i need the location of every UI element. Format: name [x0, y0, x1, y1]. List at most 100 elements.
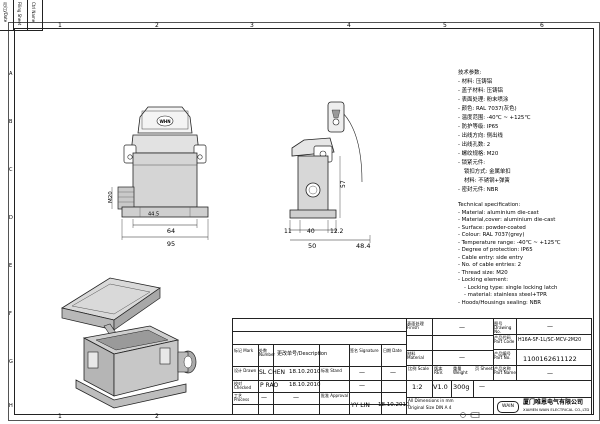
spec-en-11: - Locking type: single locking latch [464, 284, 558, 291]
approval-date: 18.10.2010 [378, 402, 410, 408]
isometric-view [60, 277, 197, 409]
spec-en-4: - Colour: RAL 7037(grey) [458, 232, 525, 238]
spec-cn-4: - 颜色: RAL 7037(灰色) [458, 106, 517, 112]
spec-cn-2: - 盖子材料: 压铸铝 [458, 88, 503, 94]
spec-en-12: - material: stainless steel+TPR [464, 292, 547, 298]
part-name-value: — [547, 370, 553, 377]
standard-label: 标准 Stand [321, 368, 342, 373]
process-value: — [261, 394, 267, 401]
spec-en-2: - Material,cover: aluminium die-cast [458, 217, 556, 223]
spec-cn-11: 锁扣方式: 金属单扣 [464, 169, 511, 175]
drawn-date: 18.10.2010 [289, 369, 321, 375]
front-dim-95: 95 [167, 240, 175, 248]
spec-en-1: - Material: aluminium die-cast [458, 209, 539, 216]
corner-box-filing: Filing Sheet [17, 2, 22, 26]
rev-mark: 标记 Mark [234, 348, 254, 353]
spec-en-5: - Temperature range: -40℃ ~ +125℃ [458, 239, 561, 246]
corner-box-ctrl: Ctrl Name [31, 2, 36, 23]
front-view: WHN 64 95 M20 44.5 [108, 106, 209, 248]
grid-top-5: 5 [443, 22, 447, 29]
spec-cn-6: - 防护等级: IP65 [458, 124, 499, 130]
side-dim-50: 50 [308, 242, 316, 250]
checked-date: 18.10.2010 [289, 382, 321, 388]
spec-cn-1: - 材料: 压铸铝 [458, 79, 493, 85]
part-no-label: 产品编号 Part No. [494, 351, 511, 361]
grid-left-d: D [9, 215, 13, 221]
front-dim-m20: M20 [108, 191, 114, 203]
sheet-value: — [479, 383, 485, 390]
grid-left-g: G [9, 359, 13, 365]
surface-value: — [459, 324, 465, 331]
company-name-en: XIAMEN WAIN ELECTRICAL CO.,LTD [523, 407, 590, 412]
spec-en-9: - Thread size: M20 [458, 269, 508, 276]
material-value: — [459, 354, 465, 361]
spec-cn-5: - 温度范围: -40℃ ~ +125℃ [458, 115, 531, 121]
side-dim-57: 57 [340, 180, 347, 188]
drawing-no-label: 图号 Drawing No. [494, 321, 512, 335]
standard-date: — [390, 369, 396, 376]
rev-date: 日期 Date [383, 348, 402, 353]
side-dim-48-4: 48.4 [356, 242, 370, 250]
spec-en-0: Technical specification: [458, 202, 521, 208]
process-label: 工艺 Process [234, 393, 250, 402]
spec-cn-0: 技术参数: [458, 70, 482, 76]
process-date: — [293, 394, 299, 401]
grid-top-1: 1 [58, 22, 62, 29]
rev-value: V1.0 [433, 383, 448, 391]
projection-symbol [460, 411, 480, 419]
front-dim-44-5: 44.5 [148, 212, 159, 218]
grid-top-4: 4 [347, 22, 351, 29]
rev-signature: 签名 Signature [350, 348, 379, 353]
grid-left-f: F [9, 311, 12, 317]
checked-label: 校对 Checked [234, 381, 252, 390]
part-name-label: 产品名称 Part Name [494, 366, 516, 376]
rev-label: 版本 REV. [434, 366, 444, 376]
part-code-label: 产品代码 Part Code [494, 335, 515, 345]
grid-left-e: E [9, 263, 13, 269]
part-code-value: H16A-SF-1L/SC-MCV-2M20 [518, 338, 582, 343]
scale-value: 1:2 [412, 383, 423, 391]
spec-en-6: - Degree of protection: IP65 [458, 247, 533, 253]
spec-en-13: - Hoods/Housings sealing: NBR [458, 299, 542, 306]
drawn-label: 设计 Drawn [234, 368, 257, 373]
side-dim-12-2: 12.2 [330, 228, 344, 235]
grid-bottom-2: 2 [155, 413, 159, 420]
side-view: 11 40 12.2 50 48.4 57 [284, 101, 370, 250]
drawn-name: SL CHEN [259, 369, 286, 376]
front-dim-64: 64 [167, 227, 175, 235]
sheet-label: 页 Sheet [475, 366, 493, 371]
grid-top-2: 2 [155, 22, 159, 29]
weight-label: 重量 Weight [453, 366, 468, 376]
material-label: 材料 Material [407, 351, 425, 361]
rev-description: 更改单号/Description [277, 351, 328, 357]
grid-left-c: C [9, 167, 13, 173]
spec-cn-12: 材料: 不锈钢+弹簧 [464, 178, 510, 184]
grid-top-3: 3 [250, 22, 254, 29]
side-dim-11: 11 [284, 228, 292, 235]
spec-cn-13: - 密封元件: NBR [458, 187, 499, 193]
units-note-1: All Dimensions in mm [408, 398, 454, 403]
spec-cn-8: - 出线孔数: 2 [458, 142, 491, 148]
company-name-cn: 厦门唯恩电气有限公司 [523, 399, 584, 406]
corner-box: 月/日/Date Filing Sheet Ctrl Name [0, 0, 43, 31]
spec-en-7: - Cable entry: side entry [458, 254, 524, 261]
title-block: 标记 Mark 处数 Number 更改单号/Description 签名 Si… [232, 318, 592, 419]
spec-cn-3: - 表面处理: 粉末喷涂 [458, 97, 509, 103]
grid-left-b: B [9, 119, 13, 125]
front-logo: WHN [159, 119, 170, 124]
grid-left-a: A [9, 71, 13, 77]
weight-value: 300g [453, 383, 470, 391]
spec-cn-9: - 螺纹规格: M20 [458, 151, 499, 157]
approval-label: 批准 Approval [321, 393, 349, 398]
spec-en-3: - Surface: powder-coated [458, 224, 526, 231]
spec-cn-10: - 锁紧元件: [458, 160, 486, 166]
grid-left-h: H [9, 403, 13, 409]
rev-number: 处数 Number [259, 348, 276, 357]
surface-label: 表面处理 Finish [407, 321, 424, 331]
approval-name: YY LIN [351, 402, 370, 409]
scale-label: 比例 Scale [408, 366, 429, 371]
corner-box-date: 月/日/Date [3, 2, 8, 23]
standard-value: — [359, 369, 365, 376]
spec-en-8: - No. of cable entries: 2 [458, 262, 522, 268]
company-logo-text: WAIN [502, 404, 514, 409]
